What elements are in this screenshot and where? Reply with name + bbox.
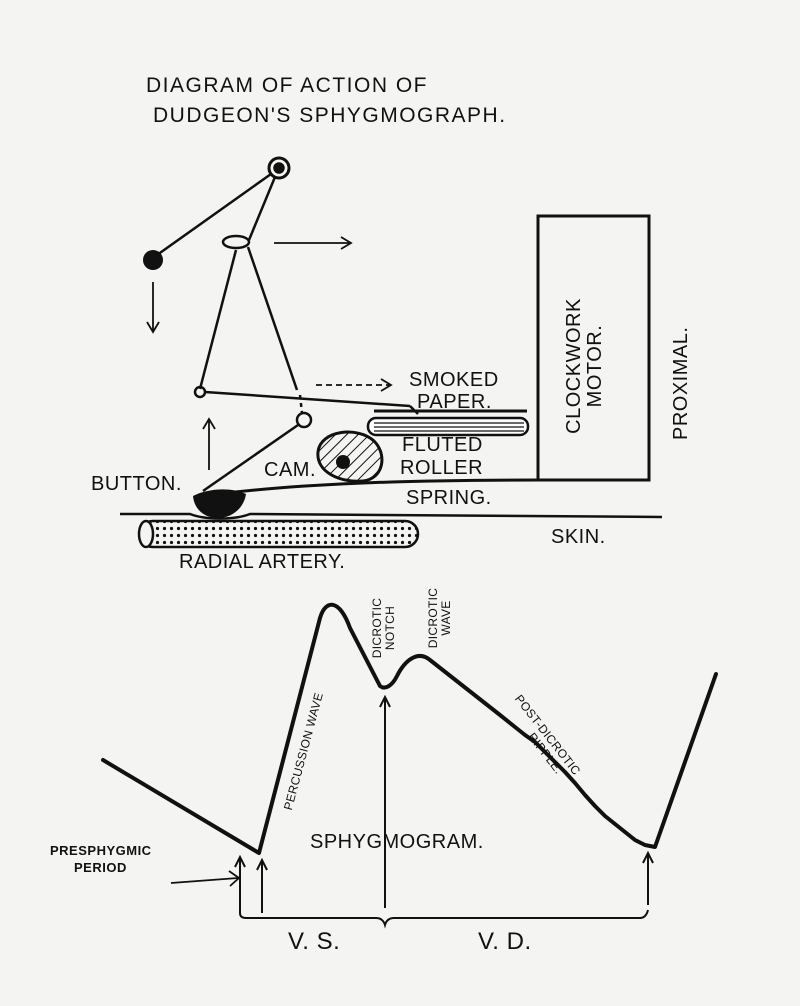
- skin-line: [120, 512, 663, 520]
- proximal-label: PROXIMAL.: [670, 326, 692, 440]
- motion-arrows: [146, 236, 393, 887]
- title-line-1: DIAGRAM OF ACTION OF: [146, 74, 429, 97]
- presphygmic-line-2: PERIOD: [74, 859, 127, 875]
- radial-artery: [137, 519, 420, 549]
- sphygmogram-title: SPHYGMOGRAM.: [310, 831, 484, 853]
- vs-label: V. S.: [288, 928, 341, 955]
- middle-ellipse: [221, 234, 251, 250]
- vs-bracket: [239, 909, 649, 929]
- timing-markers: [234, 694, 654, 913]
- motor-label: MOTOR.: [584, 324, 606, 408]
- pulse-trace: [101, 602, 718, 855]
- button-label: BUTTON.: [91, 473, 182, 495]
- smoked-label: SMOKED: [409, 369, 499, 391]
- cam-label: CAM.: [264, 459, 316, 481]
- dashed-link: [298, 394, 304, 414]
- dicrotic-notch-line-2: NOTCH: [382, 605, 397, 651]
- spring: [217, 478, 644, 496]
- paper-label: PAPER.: [417, 391, 492, 413]
- counterweight: [143, 250, 163, 270]
- upper-lever: [247, 176, 277, 241]
- lever-linkage: [156, 156, 419, 493]
- clockwork-motor-label: CLOCKWORK MOTOR.: [563, 286, 606, 446]
- cam-pivot: [295, 411, 313, 429]
- top-pivot-inner: [273, 162, 285, 174]
- smoked-paper-label: SMOKED PAPER.: [409, 370, 499, 412]
- stylus-arm: [204, 390, 411, 408]
- cam: [316, 430, 384, 483]
- dicrotic-wave-line-1: DICROTIC: [426, 587, 440, 649]
- roller-label: ROLLER: [400, 457, 484, 479]
- dicrotic-wave-label: DICROTIC WAVE: [426, 580, 453, 656]
- radial-artery-label: RADIAL ARTERY.: [179, 551, 346, 573]
- dicrotic-wave-line-2: WAVE: [438, 600, 453, 636]
- arm-to-weight: [156, 172, 272, 257]
- fluted-label: FLUTED: [402, 434, 483, 456]
- title-line-2: DUDGEON'S SPHYGMOGRAPH.: [153, 104, 507, 127]
- presphygmic-period-label: PRESPHYGMIC PERIOD: [50, 843, 152, 877]
- presphygmic-line-1: PRESPHYGMIC: [50, 843, 152, 858]
- top-pivot-outer: [267, 156, 291, 180]
- skin-label: SKIN.: [551, 526, 606, 548]
- fluted-roller: [366, 416, 530, 437]
- button-lever: [202, 423, 299, 493]
- spring-label: SPRING.: [406, 487, 492, 509]
- dicrotic-notch-line-1: DICROTIC: [370, 597, 384, 659]
- fluted-roller-label: FLUTED ROLLER: [400, 434, 483, 480]
- dicrotic-notch-label: DICROTIC NOTCH: [370, 586, 397, 670]
- right-lever: [246, 246, 299, 391]
- vd-label: V. D.: [478, 928, 532, 955]
- left-lever: [198, 249, 238, 390]
- clockwork-label: CLOCKWORK: [563, 298, 585, 434]
- button-pad: [193, 489, 246, 518]
